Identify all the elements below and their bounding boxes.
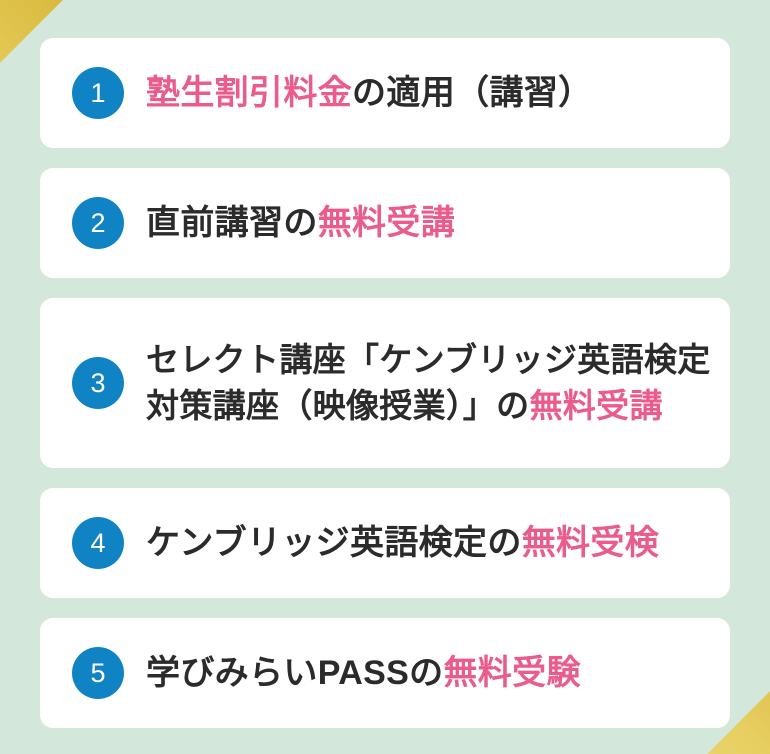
benefit-card: 4 ケンブリッジ英語検定の無料受検 xyxy=(40,488,730,598)
highlighted-text: 無料受講 xyxy=(529,387,663,424)
benefit-card: 5 学びみらいPASSの無料受験 xyxy=(40,618,730,728)
plain-text: セレクト講座「ケンブリッジ英語検定 xyxy=(146,341,711,379)
number-badge-icon: 5 xyxy=(72,647,124,699)
plain-text: 学びみらいPASSの xyxy=(146,653,444,692)
benefit-text-line: 塾生割引料金の適用（講習） xyxy=(146,71,704,116)
plain-text: ケンブリッジ英語検定の xyxy=(146,523,522,562)
benefit-text-line: セレクト講座「ケンブリッジ英語検定 xyxy=(146,337,711,383)
benefit-text: 学びみらいPASSの無料受験 xyxy=(146,651,704,696)
highlighted-text: 無料受検 xyxy=(521,523,660,562)
number-badge-icon: 1 xyxy=(72,67,124,119)
benefit-text-line: 直前講習の無料受講 xyxy=(146,201,704,246)
benefit-text-line: 学びみらいPASSの無料受験 xyxy=(146,651,704,696)
plain-text: 直前講習の xyxy=(146,203,318,242)
number-badge-icon: 2 xyxy=(72,197,124,249)
benefit-text: 直前講習の無料受講 xyxy=(146,201,704,246)
benefit-text-line: 対策講座（映像授業）」の無料受講 xyxy=(146,383,711,429)
benefit-card: 2 直前講習の無料受講 xyxy=(40,168,730,278)
number-badge-icon: 3 xyxy=(72,357,124,409)
benefit-text: ケンブリッジ英語検定の無料受検 xyxy=(146,521,704,566)
plain-text: の適用（講習） xyxy=(352,73,593,112)
highlighted-text: 無料受験 xyxy=(443,653,581,692)
benefit-text: セレクト講座「ケンブリッジ英語検定対策講座（映像授業）」の無料受講 xyxy=(146,337,711,428)
benefit-text: 塾生割引料金の適用（講習） xyxy=(146,71,704,116)
highlighted-text: 塾生割引料金 xyxy=(146,73,353,112)
plain-text: 対策講座（映像授業）」の xyxy=(146,387,530,424)
benefit-card: 1 塾生割引料金の適用（講習） xyxy=(40,38,730,148)
highlighted-text: 無料受講 xyxy=(317,203,456,242)
number-badge-icon: 4 xyxy=(72,517,124,569)
benefit-text-line: ケンブリッジ英語検定の無料受検 xyxy=(146,521,704,566)
